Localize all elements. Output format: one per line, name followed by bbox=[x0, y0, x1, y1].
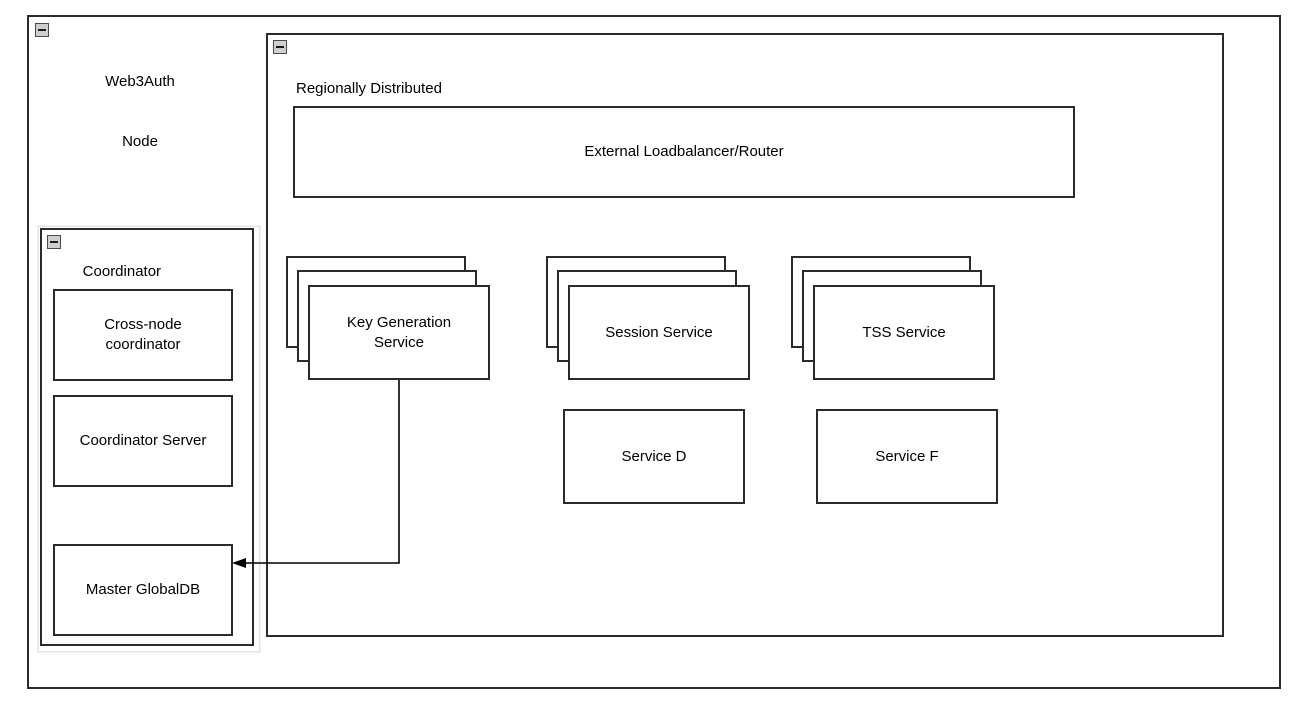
node-label-service-f: Service F bbox=[875, 447, 939, 465]
node-label-external-loadbalancer-router: External Loadbalancer/Router bbox=[584, 143, 784, 161]
node-service-d[interactable]: Service D bbox=[563, 409, 745, 504]
node-label-key-generation-service-line1: Key Generation bbox=[346, 313, 452, 331]
collapse-minus-icon-web3auth-node[interactable] bbox=[35, 23, 49, 37]
node-label-key-generation-service-line2: Service bbox=[373, 333, 424, 351]
group-title-web3auth-node: Web3Auth Node bbox=[60, 31, 220, 193]
collapse-minus-icon-coordinator[interactable] bbox=[47, 235, 61, 249]
node-session-service[interactable]: Session Service bbox=[568, 285, 750, 380]
node-label-cross-node-coordinator-line1: Cross-node bbox=[104, 316, 182, 334]
node-service-f[interactable]: Service F bbox=[816, 409, 998, 504]
group-title-web3auth-node-line2: Node bbox=[122, 133, 158, 151]
node-label-master-globaldb: Master GlobalDB bbox=[85, 581, 201, 599]
node-label-cross-node-coordinator-line2: coordinator bbox=[105, 336, 181, 353]
collapse-minus-icon-regionally-distributed[interactable] bbox=[273, 40, 287, 54]
node-label-cross-node-coordinator: Cross-node coordinator bbox=[104, 315, 182, 355]
node-master-globaldb[interactable]: Master GlobalDB bbox=[53, 544, 233, 636]
node-label-service-d: Service D bbox=[621, 447, 687, 465]
node-coordinator-server[interactable]: Coordinator Server bbox=[53, 395, 233, 487]
node-label-key-generation-service: Key Generation Service bbox=[347, 313, 451, 353]
node-external-loadbalancer-router[interactable]: External Loadbalancer/Router bbox=[293, 106, 1075, 198]
node-key-generation-service[interactable]: Key Generation Service bbox=[308, 285, 490, 380]
group-title-coordinator-label: Coordinator bbox=[82, 263, 162, 281]
node-cross-node-coordinator[interactable]: Cross-node coordinator bbox=[53, 289, 233, 381]
group-title-region-line1: Regionally Distributed bbox=[296, 79, 442, 97]
node-label-tss-service: TSS Service bbox=[862, 323, 946, 341]
group-title-web3auth-node-line1: Web3Auth bbox=[105, 72, 175, 90]
node-label-session-service: Session Service bbox=[605, 323, 713, 341]
group-title-coordinator: Coordinator bbox=[66, 242, 226, 303]
node-label-coordinator-server: Coordinator Server bbox=[79, 432, 207, 450]
node-tss-service[interactable]: TSS Service bbox=[813, 285, 995, 380]
